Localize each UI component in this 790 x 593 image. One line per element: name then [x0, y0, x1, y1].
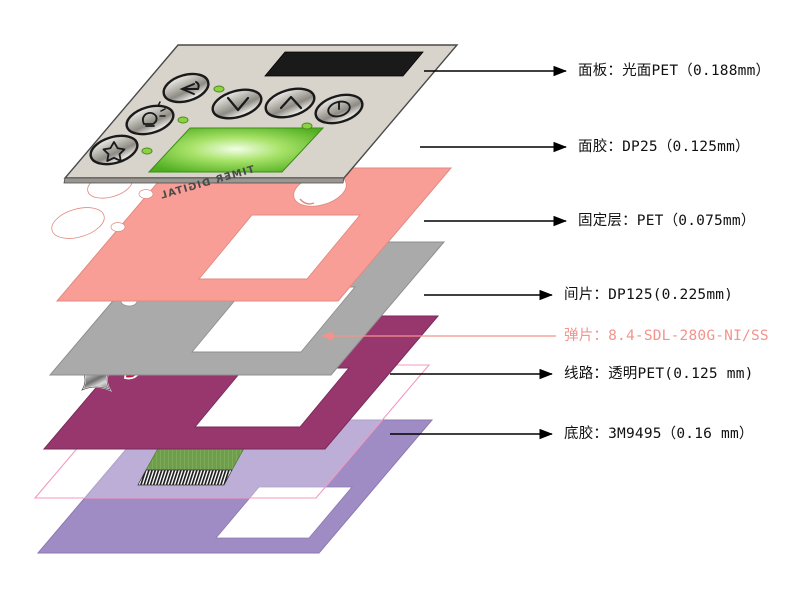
label-overlay: 面板：光面PET（0.188mm）: [578, 63, 771, 79]
overlay-buttons[interactable]: [87, 69, 365, 169]
label-dome: 弹片：8.4-SDL-280G-NI/SS: [564, 328, 769, 344]
label-spacer: 间片：DP125(0.225mm): [564, 287, 734, 303]
face-adhesive-window-cutout: [198, 214, 361, 280]
button-star[interactable]: [87, 131, 140, 169]
lcd-display: [147, 127, 325, 173]
button-power[interactable]: [312, 90, 365, 128]
button-down-arrow[interactable]: [209, 85, 264, 124]
circuit-connector-tail: [137, 469, 233, 486]
leader-lines: [321, 65, 567, 440]
button-lightbulb[interactable]: [123, 101, 176, 139]
label-base-adhesive: 底胶：3M9495（0.16 mm）: [564, 426, 754, 442]
label-face-adhesive: 面胶：DP25（0.125mm）: [578, 139, 750, 155]
button-back-arrow[interactable]: [160, 69, 211, 107]
overlay-edge-thickness: [63, 177, 345, 184]
label-circuit: 线路：透明PET(0.125 mm): [564, 366, 754, 382]
button-up-arrow[interactable]: [262, 84, 317, 123]
layer-base-adhesive[interactable]: [36, 419, 434, 554]
base-adhesive-window-cutout: [215, 486, 353, 539]
label-fixing-layer: 固定层：PET（0.075mm）: [578, 213, 756, 229]
overlay-black-bar: [264, 51, 424, 77]
overlay-led-indicators: [141, 85, 313, 155]
layer-face-adhesive[interactable]: [48, 167, 453, 302]
face-adhesive-led-cutouts: [110, 189, 154, 232]
